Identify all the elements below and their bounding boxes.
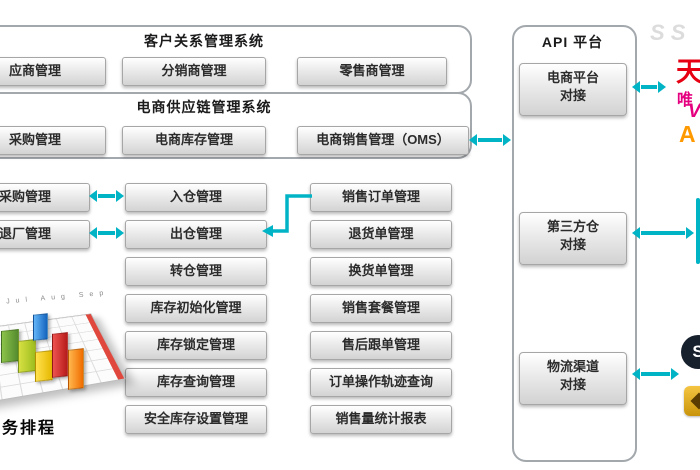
scm-system-title: 电商供应链管理系统 (0, 97, 468, 117)
ecommerce-inventory-box: 电商库存管理 (122, 126, 266, 155)
task-scheduling-label: 务排程 (2, 414, 56, 438)
inventory-init-box: 库存初始化管理 (125, 294, 267, 323)
safety-stock-box: 安全库存设置管理 (125, 405, 267, 434)
courier-s-logo: S (681, 335, 700, 369)
api-ecommerce-platform-label-2: 对接 (560, 88, 586, 103)
return-to-outbound-arrow (98, 231, 115, 235)
schedule-bar-green (1, 329, 19, 363)
distributor-management-box: 分销商管理 (122, 57, 266, 86)
amazon-logo: A (679, 121, 696, 148)
api-logistics-channel-box: 物流渠道 对接 (519, 352, 627, 405)
schedule-bar-blue (33, 313, 48, 341)
purchase-to-inbound-arrow (98, 194, 115, 198)
api-ecommerce-platform-box: 电商平台 对接 (519, 63, 627, 116)
inbound-management-box: 入仓管理 (125, 183, 267, 212)
crm-system-title: 客户关系管理系统 (0, 31, 468, 51)
purchase-management-box: 采购管理 (0, 183, 90, 212)
vipshop-v-icon: V (688, 101, 700, 123)
schedule-bar-yellow (35, 350, 53, 382)
oms-to-api-arrow (478, 138, 502, 142)
sales-order-box: 销售订单管理 (310, 183, 452, 212)
api-logistics-channel-label-2: 对接 (560, 377, 586, 392)
return-to-factory-box: 退厂管理 (0, 220, 90, 249)
sales-stats-report-box: 销售量统计报表 (310, 405, 452, 434)
api-to-logistics-arrow (641, 372, 670, 376)
courier-gold-logo-mark (691, 393, 700, 410)
transfer-management-box: 转仓管理 (125, 257, 267, 286)
inventory-query-box: 库存查询管理 (125, 368, 267, 397)
api-platform-title: API 平台 (512, 32, 633, 52)
api-third-party-warehouse-label-1: 第三方仓 (547, 219, 599, 234)
retailer-management-box: 零售商管理 (297, 57, 447, 86)
api-to-warehouse-arrow (641, 231, 685, 235)
tmall-logo: 天 (676, 50, 700, 89)
return-order-box: 退货单管理 (310, 220, 452, 249)
api-ecommerce-platform-label-1: 电商平台 (547, 70, 599, 85)
supplier-management-box: 应商管理 (0, 57, 106, 86)
order-trace-query-box: 订单操作轨迹查询 (310, 368, 452, 397)
inventory-lock-box: 库存锁定管理 (125, 331, 267, 360)
schedule-bar-lime (18, 339, 36, 373)
courier-gold-logo (684, 386, 700, 416)
schedule-bar-red (52, 332, 68, 378)
schedule-bar-orange (68, 348, 84, 390)
cutoff-warehouse-logo-edge (696, 198, 700, 264)
ecommerce-purchase-box: 采购管理 (0, 126, 106, 155)
aftersales-followup-box: 售后跟单管理 (310, 331, 452, 360)
outbound-management-box: 出仓管理 (125, 220, 267, 249)
api-third-party-warehouse-box: 第三方仓 对接 (519, 212, 627, 265)
api-logistics-channel-label-1: 物流渠道 (547, 359, 599, 374)
api-third-party-warehouse-label-2: 对接 (560, 237, 586, 252)
exchange-order-box: 换货单管理 (310, 257, 452, 286)
schedule-months-label: Jul Aug Sep (6, 290, 110, 306)
ecommerce-sales-oms-box: 电商销售管理（OMS） (297, 126, 469, 155)
sales-order-to-outbound-arrow (260, 184, 314, 240)
sales-bundle-box: 销售套餐管理 (310, 294, 452, 323)
api-to-ecommerce-logos-arrow (641, 85, 657, 89)
watermark-text: S S (650, 20, 685, 46)
